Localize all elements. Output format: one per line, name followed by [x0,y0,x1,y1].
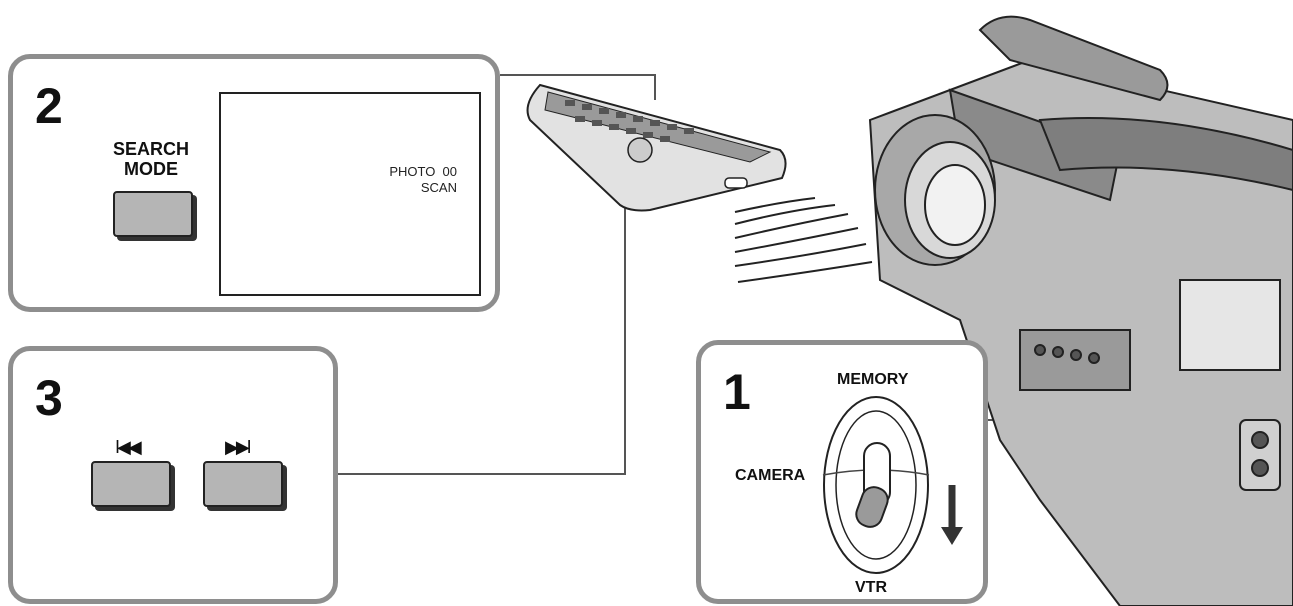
search-mode-label-line1: SEARCH [112,139,189,159]
skip-previous-icon: I◀◀ [115,437,142,457]
camera-label: CAMERA [735,467,806,484]
step-3-panel: 3 I◀◀ ▶▶I [8,346,338,604]
search-mode-label-line2: MODE [124,159,178,179]
step-2-number: 2 [35,78,63,134]
infrared-waves [734,197,873,283]
skip-previous-button[interactable] [91,461,171,507]
vtr-label: VTR [855,579,887,596]
memory-label: MEMORY [837,371,909,388]
search-mode-label: SEARCH MODE [103,139,199,179]
screen-scan-label: SCAN [420,180,457,195]
viewfinder-screen: PHOTO 00 SCAN [219,92,481,296]
screen-photo-counter: PHOTO 00 [389,164,457,179]
skip-next-button[interactable] [203,461,283,507]
search-mode-button[interactable] [113,191,193,237]
connector-panel3-remote [338,160,626,475]
power-switch-illustration[interactable] [701,345,983,599]
step-1-number: 1 [723,364,751,420]
connector-panel2-remote [500,74,656,100]
step-3-number: 3 [35,370,63,426]
remote-control-illustration [526,83,787,212]
step-1-panel: 1 MEMORY CAMERA VTR [696,340,988,604]
camcorder-illustration [868,15,1293,606]
step-2-panel: 2 SEARCH MODE PHOTO 00 SCAN [8,54,500,312]
skip-next-icon: ▶▶I [225,437,252,457]
